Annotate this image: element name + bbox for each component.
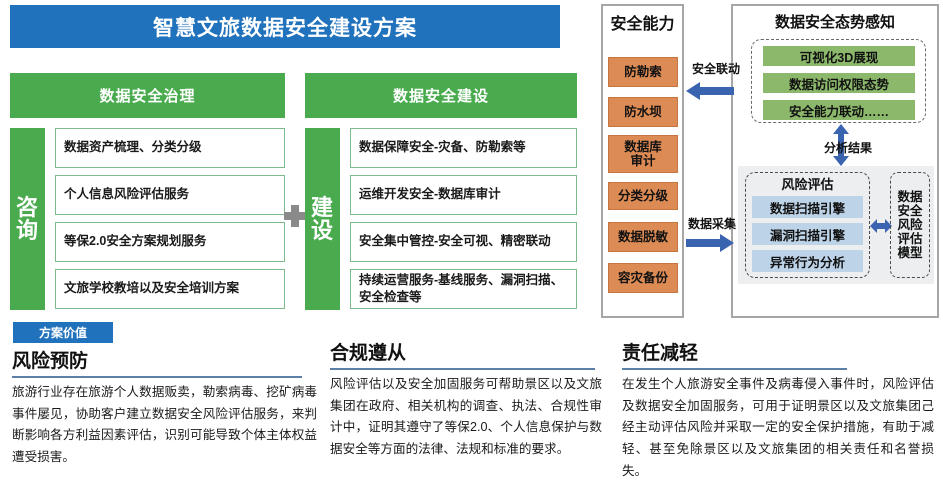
governance-item-1[interactable]: 数据资产梳理、分类分级: [55, 128, 285, 168]
consult-char-2: 询: [15, 218, 39, 243]
governance-item-3[interactable]: 等保2.0安全方案规划服务: [55, 222, 285, 262]
security-linkage-arrow: [686, 82, 734, 100]
section-rule-2: [330, 368, 595, 370]
capability-item-db-audit[interactable]: 数据库 审计: [608, 135, 678, 173]
consult-char-1: 咨: [15, 194, 39, 220]
capability-item-masking[interactable]: 数据脱敏: [608, 222, 678, 252]
capability-item-classify[interactable]: 分类分级: [608, 182, 678, 210]
governance-item-4[interactable]: 文旅学校教培以及安全培训方案: [55, 269, 285, 309]
analysis-result-arrow: [833, 124, 849, 166]
construction-char-2: 设: [310, 218, 334, 243]
capability-item-db-audit-line2: 审计: [630, 154, 656, 168]
risk-item-vuln-scan[interactable]: 漏洞扫描引擎: [752, 223, 863, 245]
risk-item-data-scan[interactable]: 数据扫描引擎: [752, 196, 863, 218]
capability-item-fangshuiba[interactable]: 防水坝: [608, 97, 678, 127]
consult-side-label: 咨 询: [10, 128, 45, 310]
construction-char-1: 建: [310, 194, 334, 220]
page-title: 智慧文旅数据安全建设方案: [10, 5, 560, 48]
construction-item-2[interactable]: 运维开发安全-数据库审计: [350, 175, 577, 215]
situation-awareness-title: 数据安全态势感知: [774, 13, 895, 31]
security-capability-title: 安全能力: [610, 16, 675, 33]
construction-item-1[interactable]: 数据保障安全-灾备、防勒索等: [350, 128, 577, 168]
risk-assessment-title: 风险评估: [781, 177, 834, 192]
risk-model-char-5: 模型: [897, 246, 923, 260]
construction-side-label: 建 设: [305, 128, 340, 310]
section-title-liability: 责任减轻: [622, 343, 699, 364]
risk-model-char-4: 评估: [897, 232, 923, 246]
risk-model-box[interactable]: 数据 安全 风险 评估 模型: [890, 172, 930, 278]
section-rule-3: [622, 368, 847, 370]
risk-model-char-1: 数据: [897, 190, 923, 204]
capability-item-fanglesuo[interactable]: 防勒索: [608, 57, 678, 87]
risk-model-char-3: 风险: [897, 218, 923, 232]
risk-assessment-group: [745, 172, 870, 278]
section-body-liability: 在发生个人旅游安全事件及病毒侵入事件时，风险评估及数据安全加固服务，可用于证明景…: [622, 377, 934, 478]
plus-icon: [284, 205, 306, 227]
section-title-compliance: 合规遵从: [330, 343, 407, 364]
security-linkage-label: 安全联动: [692, 62, 741, 76]
governance-item-2[interactable]: 个人信息风险评估服务: [55, 175, 285, 215]
construction-item-3[interactable]: 安全集中管控-安全可视、精密联动: [350, 222, 577, 262]
construction-item-4[interactable]: 持续运营服务-基线服务、漏洞扫描、安全检查等: [350, 269, 577, 309]
section-rule-1: [12, 376, 302, 378]
data-collection-label: 数据采集: [688, 217, 737, 231]
construction-header: 数据安全建设: [305, 73, 577, 118]
risk-model-arrow: [870, 219, 892, 233]
capability-item-backup[interactable]: 容灾备份: [608, 263, 678, 293]
data-collection-arrow: [686, 234, 734, 252]
risk-item-anomaly[interactable]: 异常行为分析: [752, 250, 863, 272]
situation-item-3d[interactable]: 可视化3D展现: [763, 46, 915, 66]
section-body-compliance: 风险评估以及安全加固服务可帮助景区以及文旅集团在政府、相关机构的调查、执法、合规…: [330, 377, 602, 456]
situation-item-linkage[interactable]: 安全能力联动……: [763, 100, 915, 120]
capability-item-db-audit-line1: 数据库: [624, 139, 662, 154]
analysis-result-label: 分析结果: [824, 141, 873, 155]
risk-model-char-2: 安全: [897, 204, 923, 218]
value-badge: 方案价值: [13, 322, 113, 343]
governance-header: 数据安全治理: [10, 73, 285, 118]
section-body-risk-prevention: 旅游行业存在旅游个人数据贩卖，勒索病毒、挖矿病毒事件屡见，协助客户建立数据安全风…: [12, 385, 317, 464]
section-title-risk-prevention: 风险预防: [12, 351, 89, 372]
situation-item-access[interactable]: 数据访问权限态势: [763, 73, 915, 93]
